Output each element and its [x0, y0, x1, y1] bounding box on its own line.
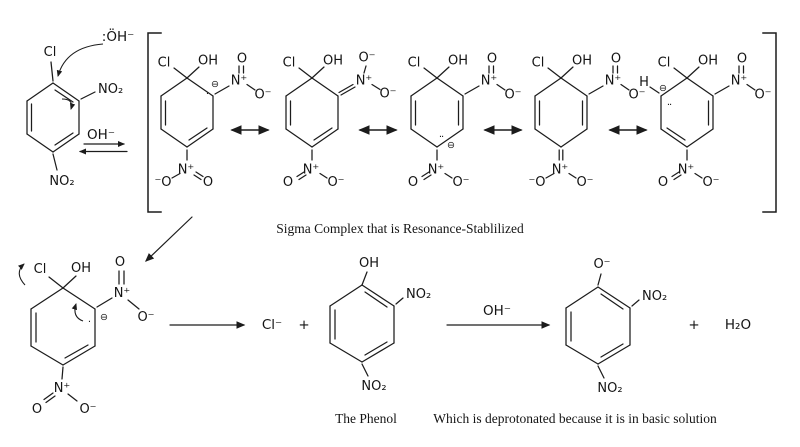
reactant-structure: Cl NO₂ NO₂ [26, 45, 123, 189]
atom-label-o: O [658, 175, 668, 190]
atom-label-oh: OH [698, 54, 718, 69]
caption-sigma-complex: Sigma Complex that is Resonance-Stablili… [276, 221, 524, 236]
caption-deprotonated: Which is deprotonated because it is in b… [433, 411, 717, 426]
atom-label-cl: Cl [44, 45, 57, 60]
atom-label-n: N⁺ [303, 163, 320, 178]
atom-label-o: O⁻ [702, 175, 719, 190]
atom-label-o: O⁻ [327, 175, 344, 190]
atom-label-o: O⁻ [137, 310, 154, 325]
atom-label-n: N⁺ [552, 163, 569, 178]
atom-label-o: O⁻ [379, 87, 396, 102]
atom-label-cl: Cl [658, 56, 671, 71]
hydroxide-label: :ÖH⁻ [102, 27, 134, 45]
negative-charge: ⊖ [100, 312, 108, 323]
atom-label-no2: NO₂ [361, 379, 386, 394]
atom-label-n: N⁺ [114, 286, 131, 301]
ring-electron-arrow [71, 303, 84, 322]
equilibrium-arrows: OH⁻ [78, 127, 128, 155]
atom-label-oh: OH [198, 54, 218, 69]
atom-label-cl: Cl [408, 56, 421, 71]
lone-pair-dot: · [206, 89, 209, 100]
water-label: H₂O [725, 317, 751, 333]
atom-label-no2: NO₂ [406, 287, 431, 302]
atom-label-o: ⁻O [154, 175, 171, 190]
atom-label-o: O⁻ [254, 88, 271, 103]
atom-label-o: O [237, 52, 247, 67]
hydroxide-nucleophile: :ÖH⁻ [56, 27, 134, 77]
lone-pair-dots: · [88, 317, 91, 328]
atom-label-n: N⁺ [356, 74, 373, 89]
atom-label-o: O [115, 255, 125, 270]
negative-charge: ⊖ [211, 79, 219, 90]
atom-label-cl: Cl [34, 262, 47, 277]
collapse-arrow [145, 216, 193, 262]
equilibrium-reagent-label: OH⁻ [87, 127, 115, 143]
atom-label-no2: NO₂ [642, 289, 667, 304]
negative-charge: ⊖ [659, 83, 667, 94]
atom-label-n: N⁺ [428, 163, 445, 178]
lone-pair-dots: ·· [439, 132, 444, 143]
atom-label-o: O⁻ [628, 88, 645, 103]
ring-electron-arrow [61, 98, 76, 110]
bracket-right [762, 32, 777, 213]
atom-label-n: N⁺ [605, 74, 622, 89]
chloride-ion-label: Cl⁻ [262, 317, 282, 333]
atom-label-no2: NO₂ [597, 381, 622, 396]
atom-label-o-minus: O⁻ [593, 257, 610, 272]
atom-label-n: N⁺ [731, 74, 748, 89]
atom-label-o: O⁻ [754, 88, 771, 103]
arrow-reagent-label: OH⁻ [483, 303, 511, 319]
atom-label-o: ⁻O [528, 175, 545, 190]
atom-label-no2: NO₂ [49, 174, 74, 189]
atom-label-cl: Cl [158, 56, 171, 71]
atom-label-o: O [487, 52, 497, 67]
phenol-structure: OH NO₂ NO₂ [329, 256, 431, 394]
atom-label-o: O [32, 402, 42, 417]
caption-phenol: The Phenol [335, 411, 397, 426]
negative-charge: ⊖ [447, 140, 455, 151]
resonance-structure-4: Cl OH N⁺ O O⁻ N⁺ ⁻O O⁻ [528, 52, 645, 191]
atom-label-oh: OH [448, 54, 468, 69]
atom-label-oh: OH [572, 54, 592, 69]
atom-label-cl: Cl [283, 56, 296, 71]
plus-sign: + [688, 317, 699, 333]
lone-pair-dots: ·· [667, 100, 672, 111]
atom-label-n: N⁺ [678, 163, 695, 178]
atom-label-o: O [283, 175, 293, 190]
atom-label-o: O⁻ [576, 175, 593, 190]
resonance-structure-3: Cl OH N⁺ O O⁻ ·· ⊖ N⁺ O O⁻ [408, 52, 522, 191]
atom-label-n: N⁺ [481, 74, 498, 89]
atom-label-cl: Cl [532, 56, 545, 71]
atom-label-n: N⁺ [54, 381, 71, 396]
resonance-structure-1: Cl OH ⊖ · N⁺ O O⁻ N⁺ ⁻O O [154, 52, 271, 191]
atom-label-o: O [408, 175, 418, 190]
hydroxide-attack-arrow [56, 43, 104, 77]
atom-label-no2: NO₂ [98, 82, 123, 97]
atom-label-h: H [639, 75, 649, 90]
resonance-structure-2: Cl OH N⁺ O⁻ O⁻ N⁺ O O⁻ [283, 51, 397, 191]
atom-label-o: O [611, 52, 621, 67]
atom-label-n: N⁺ [231, 74, 248, 89]
atom-label-o: O⁻ [452, 175, 469, 190]
atom-label-oh: OH [323, 54, 343, 69]
atom-label-oh: OH [359, 256, 379, 271]
atom-label-n: N⁺ [178, 163, 195, 178]
plus-sign: + [298, 317, 309, 333]
atom-label-o: O⁻ [358, 51, 375, 66]
phenolate-structure: O⁻ NO₂ NO₂ [565, 257, 667, 396]
resonance-structure-5: Cl OH H ⊖ ·· N⁺ O O⁻ N⁺ O O⁻ [639, 52, 771, 191]
atom-label-o: O⁻ [79, 402, 96, 417]
atom-label-o: O [737, 52, 747, 67]
atom-label-oh: OH [71, 261, 91, 276]
chloride-leaving-arrow [17, 263, 26, 286]
atom-label-o: O [203, 175, 213, 190]
atom-label-o: O⁻ [504, 88, 521, 103]
sigma-complex-detail-structure: Cl OH ⊖ · N⁺ O O⁻ N⁺ O O⁻ [17, 255, 155, 417]
bracket-left [147, 32, 162, 213]
deprotonation-arrow: OH⁻ [446, 303, 551, 329]
